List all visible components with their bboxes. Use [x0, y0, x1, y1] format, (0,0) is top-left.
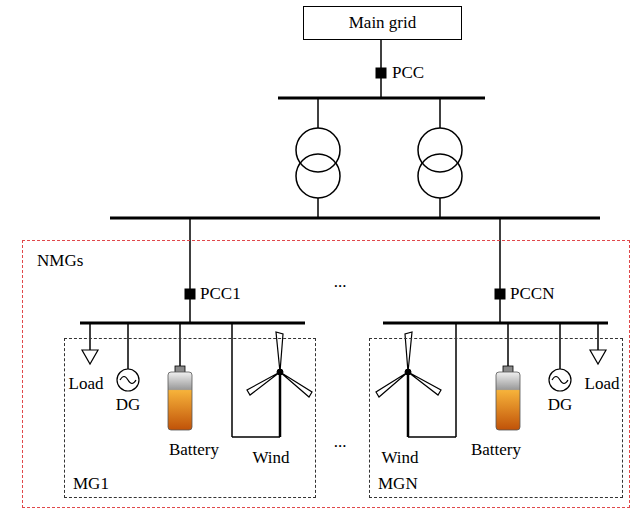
load-symbol	[590, 350, 606, 364]
feeder-wire	[317, 198, 319, 218]
feeder-wire	[232, 436, 280, 438]
region-label: MG1	[73, 474, 109, 494]
wind-turbine-symbol	[277, 369, 283, 375]
busbar	[278, 97, 485, 100]
wind-turbine-symbol	[407, 372, 410, 437]
pcc-label: PCCN	[510, 284, 554, 304]
transformer-winding	[296, 128, 340, 172]
box-label: Main grid	[349, 13, 417, 33]
ellipsis: ...	[334, 432, 347, 452]
generator-symbol	[552, 377, 568, 384]
generator-symbol	[120, 377, 136, 384]
feeder-wire	[507, 323, 509, 366]
feeder-wire	[231, 323, 233, 437]
feeder-wire	[189, 218, 191, 323]
transformer-winding	[418, 154, 462, 198]
transformer-winding	[418, 128, 462, 172]
busbar	[110, 217, 600, 220]
battery-symbol	[496, 372, 520, 430]
pcc-breaker	[185, 289, 195, 299]
feeder-wire	[439, 98, 441, 128]
device-label: Wind	[381, 448, 418, 468]
wind-turbine-symbol	[247, 372, 280, 395]
device-label: Battery	[471, 440, 521, 460]
pcc-label: PCC1	[200, 284, 241, 304]
feeder-wire	[499, 218, 501, 323]
feeder-wire	[455, 323, 457, 437]
device-label: Load	[585, 374, 620, 394]
generator-symbol	[117, 369, 139, 391]
microgrid-region: MG1	[64, 338, 316, 498]
battery-symbol	[168, 372, 192, 430]
device-label: Wind	[252, 448, 289, 468]
feeder-wire	[89, 323, 91, 350]
region-label: MGN	[378, 474, 418, 494]
device-label: DG	[116, 395, 141, 415]
device-label: DG	[548, 395, 573, 415]
pcc-breaker	[495, 289, 505, 299]
pcc-label: PCC	[392, 63, 424, 83]
wind-turbine-symbol	[280, 372, 312, 397]
feeder-wire	[127, 323, 129, 369]
feeder-wire	[559, 323, 561, 369]
wind-turbine-symbol	[405, 369, 411, 375]
device-label: Battery	[169, 440, 219, 460]
generator-symbol	[549, 369, 571, 391]
transformer-winding	[296, 154, 340, 198]
pcc-breaker	[376, 68, 386, 78]
wind-turbine-symbol	[279, 372, 282, 437]
feeder-wire	[317, 98, 319, 128]
busbar	[383, 322, 608, 325]
feeder-wire	[408, 436, 456, 438]
device-label: Load	[69, 374, 104, 394]
feeder-wire	[439, 198, 441, 218]
region-label: NMGs	[37, 251, 83, 271]
source-box: Main grid	[303, 6, 462, 40]
network-region: NMGsMG1 MGN	[22, 240, 630, 508]
load-symbol	[82, 350, 98, 364]
microgrid-region: MGN	[369, 338, 623, 498]
wind-turbine-symbol	[408, 372, 441, 395]
wind-turbine-symbol	[376, 372, 408, 397]
feeder-wire	[179, 323, 181, 366]
busbar	[80, 322, 305, 325]
feeder-wire	[597, 323, 599, 350]
ellipsis: ...	[334, 272, 347, 292]
